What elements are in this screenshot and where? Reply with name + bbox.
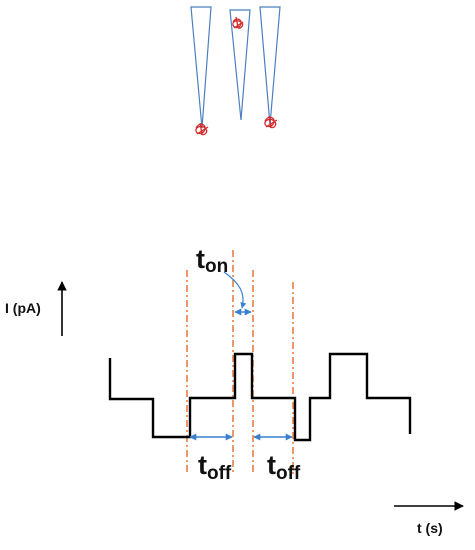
t-on-pointer-arrow [223,271,247,309]
t-off-right-label-base: t [267,450,276,480]
molecule-top [232,16,244,29]
t-on-label-base: t [196,244,205,274]
pipette-left [190,6,212,129]
current-trace [108,352,412,442]
pipette-middle [229,9,251,121]
t-on-label-sub: on [205,256,228,277]
molecule-left-tip [195,122,209,136]
pipette-right [259,6,281,126]
molecule-group [195,16,278,136]
t-off-right-label-sub: off [276,463,301,484]
t-off-left-label-sub: off [207,463,232,484]
t-off-right-label: toff [267,450,301,484]
y-axis-label: I (pA) [5,300,41,316]
molecule-right-tip [264,115,278,129]
t-off-left-label-base: t [198,450,207,480]
t-on-label: ton [196,244,228,277]
x-axis-label: t (s) [417,520,443,536]
event-markers [186,250,294,475]
pipette-group [190,6,281,129]
t-off-left-label: toff [198,450,232,484]
